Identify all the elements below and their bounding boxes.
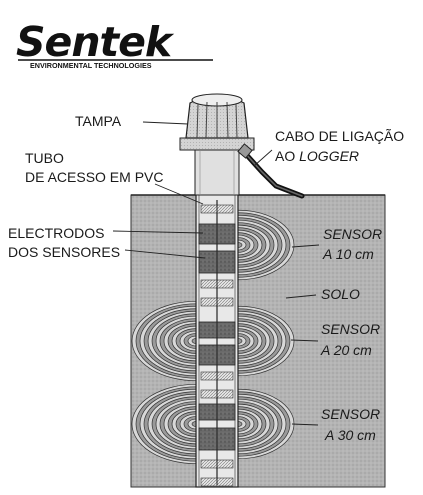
- logger-cable: [237, 143, 305, 199]
- leader-tampa: [142, 121, 189, 125]
- label-cabo-line2: AO LOGGER: [275, 148, 359, 164]
- label-sensor-30-line2: A 30 cm: [324, 427, 376, 443]
- sensor-30-arc: [237, 421, 243, 427]
- probe-rod-parts: [198, 200, 236, 487]
- label-sensor-20-line1: SENSOR: [321, 321, 380, 337]
- sentek-logo: Sentek ENVIRONMENTAL TECHNOLOGIES: [16, 18, 213, 70]
- label-sensor-10-line1: SENSOR: [323, 226, 382, 242]
- leader-cabo: [253, 149, 273, 167]
- sensor-30-field-right: [237, 388, 295, 460]
- sensor-20-field-left: [131, 300, 197, 382]
- label-sensor-10-line2: A 10 cm: [322, 246, 374, 262]
- label-tubo-line1: TUBO: [25, 150, 64, 166]
- sensor-10-arc: [237, 242, 243, 248]
- label-cabo-prefix: AO: [275, 148, 299, 164]
- leader-sensor-10: [291, 244, 320, 248]
- sensor-30-arc: [191, 421, 197, 427]
- sensor-30-field-left: [131, 383, 197, 465]
- leader-electrodos-2: [124, 249, 206, 259]
- leader-electrodos-1: [112, 230, 204, 234]
- label-electrodos-line1: ELECTRODOS: [8, 225, 104, 241]
- logo-tagline: ENVIRONMENTAL TECHNOLOGIES: [30, 61, 152, 70]
- sensor-20-field-right: [237, 305, 295, 377]
- leader-lines: [112, 121, 320, 426]
- sensor-10-field-right: [237, 209, 295, 281]
- logo-brand: Sentek: [16, 18, 175, 66]
- leader-solo: [285, 294, 317, 299]
- leader-tubo: [154, 183, 204, 205]
- sensor-20-arc: [191, 338, 197, 344]
- label-electrodos-line2: DOS SENSORES: [8, 244, 120, 260]
- sensor-20-arc: [237, 338, 243, 344]
- label-sensor-30-line1: SENSOR: [321, 406, 380, 422]
- sensor-fields: [131, 209, 295, 465]
- tampa-cap: [179, 93, 255, 196]
- label-tampa: TAMPA: [75, 113, 122, 129]
- leader-sensor-30: [291, 423, 319, 426]
- label-cabo-logger: LOGGER: [299, 148, 359, 164]
- label-cabo-line1: CABO DE LIGAÇÃO: [275, 128, 404, 144]
- leader-sensor-20: [290, 339, 319, 342]
- label-sensor-20-line2: A 20 cm: [320, 342, 372, 358]
- label-tubo-line2: DE ACESSO EM PVC: [25, 169, 163, 185]
- label-solo: SOLO: [321, 286, 360, 302]
